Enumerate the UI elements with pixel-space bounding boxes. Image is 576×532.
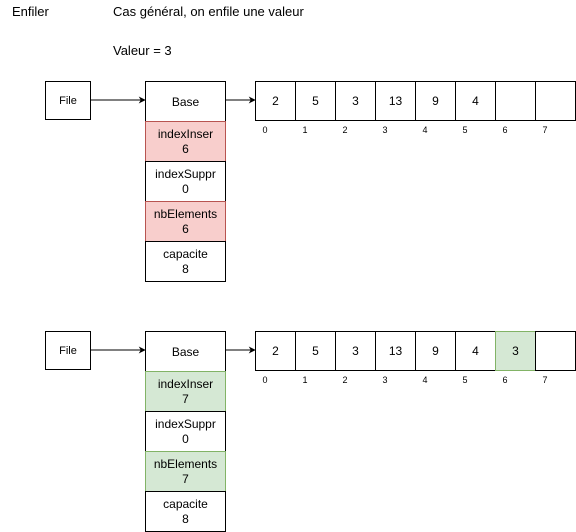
array-cell: 9 [415,331,456,371]
field-value: 0 [182,431,189,446]
field-value: 8 [182,511,189,526]
array-index: 4 [422,125,428,135]
array-index: 7 [542,125,548,135]
array-index: 4 [422,375,428,385]
array-cell: 4 [455,331,496,371]
field-name: indexInser [157,126,214,141]
field-value: 8 [182,261,189,276]
array-index: 2 [342,375,348,385]
field-nbelements: nbElements 7 [145,451,226,492]
field-value: 6 [182,141,189,156]
array-index: 0 [262,125,268,135]
array-cell: 3 [335,81,376,121]
field-name: capacite [163,496,208,511]
array-index: 1 [302,375,308,385]
array-cell: 2 [255,81,296,121]
field-capacite: capacite 8 [145,241,226,282]
field-indexinser: indexInser 6 [145,121,226,162]
base-box: Base [145,331,226,372]
array-index: 0 [262,375,268,385]
field-value: 6 [182,221,189,236]
field-value: 0 [182,181,189,196]
array-index: 6 [502,375,508,385]
array-index: 3 [382,375,388,385]
array-index: 5 [462,125,468,135]
field-indexsuppr: indexSuppr 0 [145,411,226,452]
field-name: capacite [163,246,208,261]
array-cell: 5 [295,81,336,121]
array-index: 3 [382,125,388,135]
array-cell-new: 3 [495,331,536,371]
field-name: indexSuppr [155,416,216,431]
array-cell [495,81,536,121]
field-indexsuppr: indexSuppr 0 [145,161,226,202]
array-cell: 9 [415,81,456,121]
section-label: Enfiler [12,4,49,19]
field-value: 7 [182,391,189,406]
field-indexinser: indexInser 7 [145,371,226,412]
array-cell: 3 [335,331,376,371]
array-cell: 13 [375,81,416,121]
field-capacite: capacite 8 [145,491,226,532]
array-cell [535,81,576,121]
array-cell: 2 [255,331,296,371]
base-box: Base [145,81,226,122]
array-cell [535,331,576,371]
field-name: indexInser [157,376,214,391]
array-cell: 5 [295,331,336,371]
array-cell: 4 [455,81,496,121]
field-name: indexSuppr [155,166,216,181]
field-nbelements: nbElements 6 [145,201,226,242]
field-name: nbElements [153,206,218,221]
array-index: 1 [302,125,308,135]
array-index: 7 [542,375,548,385]
file-box: File [45,331,91,370]
array-cell: 13 [375,331,416,371]
array-index: 2 [342,125,348,135]
field-value: 7 [182,471,189,486]
field-name: nbElements [153,456,218,471]
file-box: File [45,81,91,120]
array-index: 5 [462,375,468,385]
array-index: 6 [502,125,508,135]
value-label: Valeur = 3 [113,43,172,58]
diagram-title: Cas général, on enfile une valeur [113,4,304,19]
